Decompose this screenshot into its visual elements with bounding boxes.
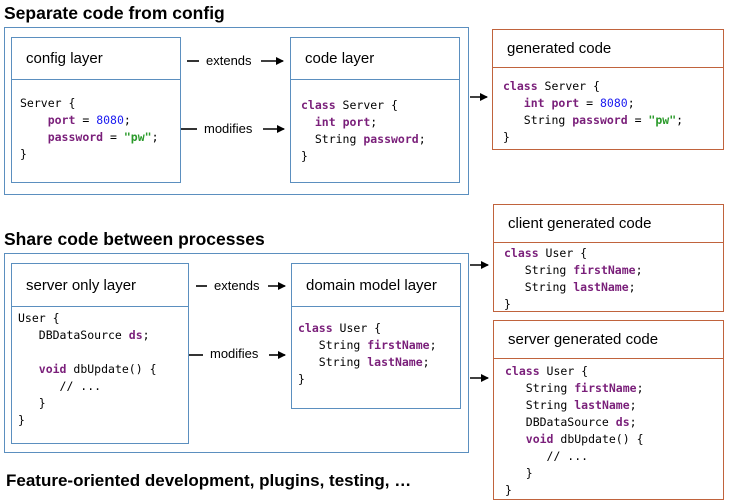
server-generated-code-title: server generated code	[494, 321, 723, 359]
server-only-layer-title: server only layer	[12, 264, 188, 307]
domain-model-layer-code: class User { String firstName; String la…	[298, 321, 437, 386]
section2-layer-group	[4, 253, 469, 453]
config-layer-code: Server { port = 8080; password = "pw"; }	[20, 96, 159, 161]
code-layer-title: code layer	[291, 38, 459, 80]
server-only-layer-box[interactable]: server only layer User { DBDataSource ds…	[11, 263, 189, 444]
section-heading-separate-code: Separate code from config	[4, 3, 225, 23]
generated-code-code: class Server { int port = 8080; String p…	[503, 79, 684, 144]
section-heading-share-code: Share code between processes	[4, 229, 265, 249]
footer-text: Feature-oriented development, plugins, t…	[6, 471, 412, 490]
section1-layer-group	[4, 27, 469, 195]
extends-label-2: extends	[214, 278, 260, 293]
modifies-label-1: modifies	[204, 121, 253, 136]
client-generated-code-code: class User { String firstName; String la…	[504, 246, 643, 311]
server-generated-code-code: class User { String firstName; String la…	[505, 364, 644, 497]
server-generated-code-box[interactable]: server generated code class User { Strin…	[493, 320, 724, 500]
domain-model-layer-box[interactable]: domain model layer class User { String f…	[291, 263, 461, 409]
generated-code-box[interactable]: generated code class Server { int port =…	[492, 29, 724, 150]
client-generated-code-title: client generated code	[494, 205, 723, 243]
config-layer-box[interactable]: config layer Server { port = 8080; passw…	[11, 37, 181, 183]
extends-label-1: extends	[206, 53, 252, 68]
server-only-layer-code: User { DBDataSource ds; void dbUpdate() …	[18, 311, 157, 427]
modifies-label-2: modifies	[210, 346, 259, 361]
config-layer-title: config layer	[12, 38, 180, 80]
generated-code-title: generated code	[493, 30, 723, 68]
code-layer-box[interactable]: code layer class Server { int port; Stri…	[290, 37, 460, 183]
code-layer-code: class Server { int port; String password…	[301, 98, 426, 163]
domain-model-layer-title: domain model layer	[292, 264, 460, 307]
client-generated-code-box[interactable]: client generated code class User { Strin…	[493, 204, 724, 312]
